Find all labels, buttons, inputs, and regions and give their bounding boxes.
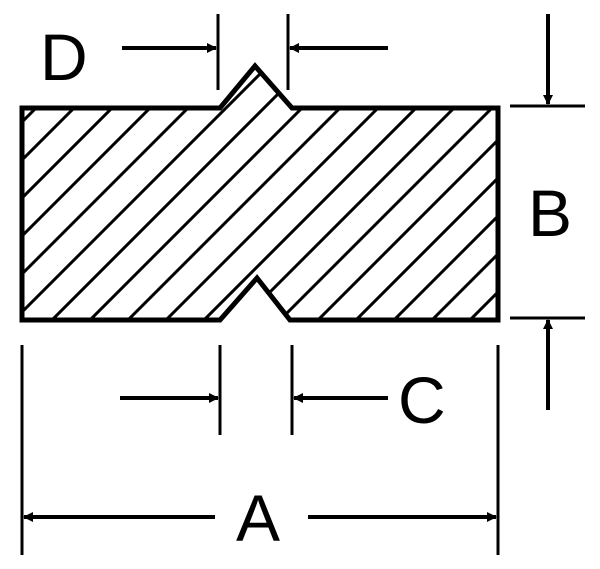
hatch-line [78, 66, 362, 320]
hatch-line [574, 50, 600, 330]
hatch-line [154, 66, 438, 320]
hatch-line [382, 66, 498, 320]
hatch-line [40, 66, 324, 320]
hatching [0, 50, 600, 330]
label-b: B [528, 176, 572, 250]
hatch-line [306, 66, 498, 320]
hatch-line [230, 66, 498, 320]
hatch-line [0, 50, 18, 330]
bar-outline [19, 62, 501, 323]
label-d: D [40, 20, 88, 94]
label-a: A [236, 481, 280, 555]
hatch-line [22, 66, 286, 320]
hatch-line [116, 66, 400, 320]
hatch-line [268, 66, 498, 320]
hatch-line [344, 66, 498, 320]
hatch-line [420, 66, 498, 320]
label-c: C [398, 363, 446, 437]
